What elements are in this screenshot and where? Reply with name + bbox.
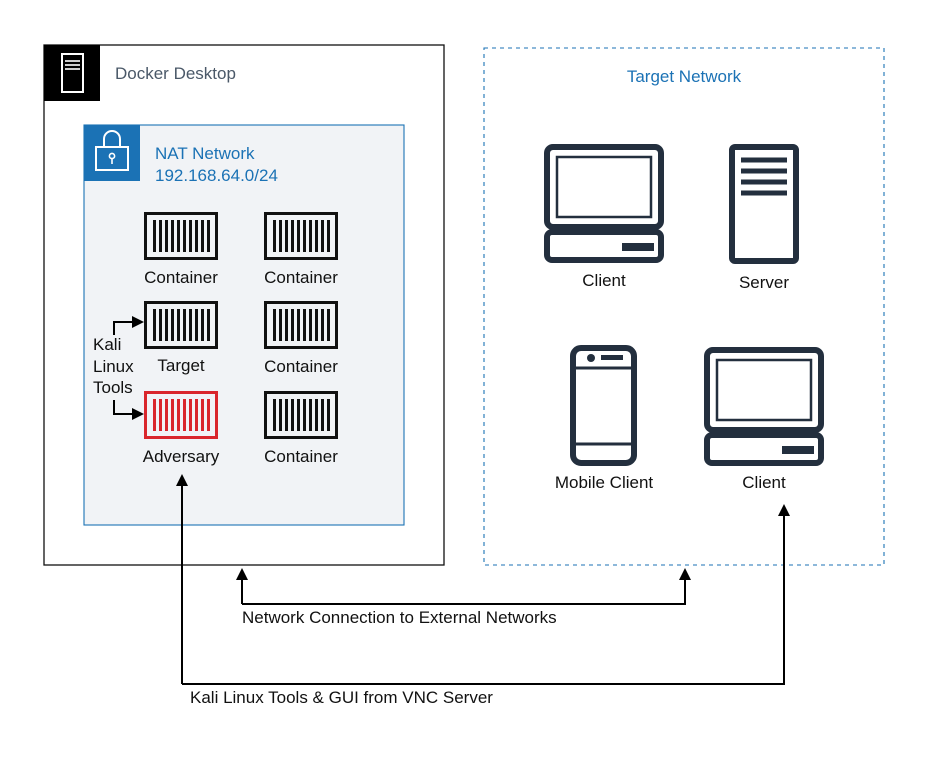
container-label: Container: [264, 447, 338, 466]
container-bar: [309, 220, 312, 252]
container-bar: [285, 399, 288, 431]
container-bar: [201, 399, 204, 431]
adversary-label: Adversary: [143, 447, 220, 466]
container-bar: [159, 309, 162, 341]
container-bar: [315, 309, 318, 341]
container-bar: [195, 220, 198, 252]
container-bar: [207, 399, 210, 431]
container-bar: [195, 399, 198, 431]
container-bar: [165, 220, 168, 252]
client-label: Client: [582, 271, 626, 290]
container-bar: [207, 220, 210, 252]
container-bar: [201, 309, 204, 341]
nat-network-box: [83, 124, 405, 526]
container-icon: [264, 301, 338, 349]
container-icon: [264, 391, 338, 439]
desktop-client-icon: [704, 347, 824, 466]
container-bar: [303, 220, 306, 252]
container-bar: [165, 399, 168, 431]
mobile-client-label: Mobile Client: [555, 473, 654, 492]
adversary-container-icon: [144, 391, 218, 439]
container-bar: [165, 309, 168, 341]
container-bar: [327, 399, 330, 431]
container-bar: [279, 399, 282, 431]
nat-network-subnet: 192.168.64.0/24: [155, 166, 278, 185]
container-bar: [183, 309, 186, 341]
container-bar: [303, 309, 306, 341]
container-bar: [327, 220, 330, 252]
container-bar: [171, 309, 174, 341]
container-bar: [291, 220, 294, 252]
server-label: Server: [739, 273, 789, 292]
container-bar: [153, 220, 156, 252]
container-bar: [279, 220, 282, 252]
container-bar: [291, 399, 294, 431]
container-bar: [177, 309, 180, 341]
container-bar: [159, 399, 162, 431]
container-bar: [159, 220, 162, 252]
container-bar: [327, 309, 330, 341]
container-bar: [309, 309, 312, 341]
container-bar: [315, 399, 318, 431]
kali-to-target-arrow: [113, 316, 144, 335]
container-bar: [189, 220, 192, 252]
container-bar: [291, 309, 294, 341]
container-bar: [273, 220, 276, 252]
container-bar: [321, 220, 324, 252]
mobile-phone-icon: [570, 345, 637, 466]
container-bar: [183, 399, 186, 431]
kali-label-line1: Kali: [93, 335, 121, 354]
lock-icon: [84, 125, 140, 181]
kali-label-line2: Linux: [93, 357, 134, 376]
client-label: Client: [742, 473, 786, 492]
container-bar: [189, 309, 192, 341]
server-tower-icon: [729, 144, 799, 264]
container-bar: [153, 309, 156, 341]
container-label: Container: [264, 268, 338, 287]
container-bar: [183, 220, 186, 252]
container-bar: [303, 399, 306, 431]
kali-label-line3: Tools: [93, 378, 133, 397]
container-bar: [285, 309, 288, 341]
container-bar: [177, 220, 180, 252]
container-bar: [189, 399, 192, 431]
vnc-connection-label: Kali Linux Tools & GUI from VNC Server: [190, 688, 493, 707]
server-icon: [44, 45, 100, 101]
container-bar: [297, 309, 300, 341]
external-connection-label: Network Connection to External Networks: [242, 608, 557, 627]
target-container-icon: [144, 301, 218, 349]
container-label: Container: [144, 268, 218, 287]
container-bar: [297, 399, 300, 431]
container-bar: [297, 220, 300, 252]
container-bar: [171, 220, 174, 252]
desktop-client-icon: [544, 144, 664, 263]
container-icon: [264, 212, 338, 260]
target-network-title: Target Network: [627, 67, 742, 86]
target-network-box: [483, 47, 885, 566]
container-bar: [207, 309, 210, 341]
external-connection-line: [236, 568, 691, 605]
container-bar: [273, 399, 276, 431]
container-bar: [153, 399, 156, 431]
container-label: Container: [264, 357, 338, 376]
nat-network-title: NAT Network: [155, 144, 255, 163]
container-icon: [144, 212, 218, 260]
container-bar: [201, 220, 204, 252]
container-bar: [285, 220, 288, 252]
container-bar: [177, 399, 180, 431]
container-bar: [273, 309, 276, 341]
container-bar: [309, 399, 312, 431]
container-bar: [321, 309, 324, 341]
container-bar: [279, 309, 282, 341]
container-bar: [171, 399, 174, 431]
target-label: Target: [157, 356, 205, 375]
container-bar: [195, 309, 198, 341]
docker-desktop-title: Docker Desktop: [115, 64, 236, 83]
container-bar: [315, 220, 318, 252]
container-bar: [321, 399, 324, 431]
vnc-connection-line: [176, 474, 790, 685]
kali-to-adversary-arrow: [113, 400, 144, 420]
